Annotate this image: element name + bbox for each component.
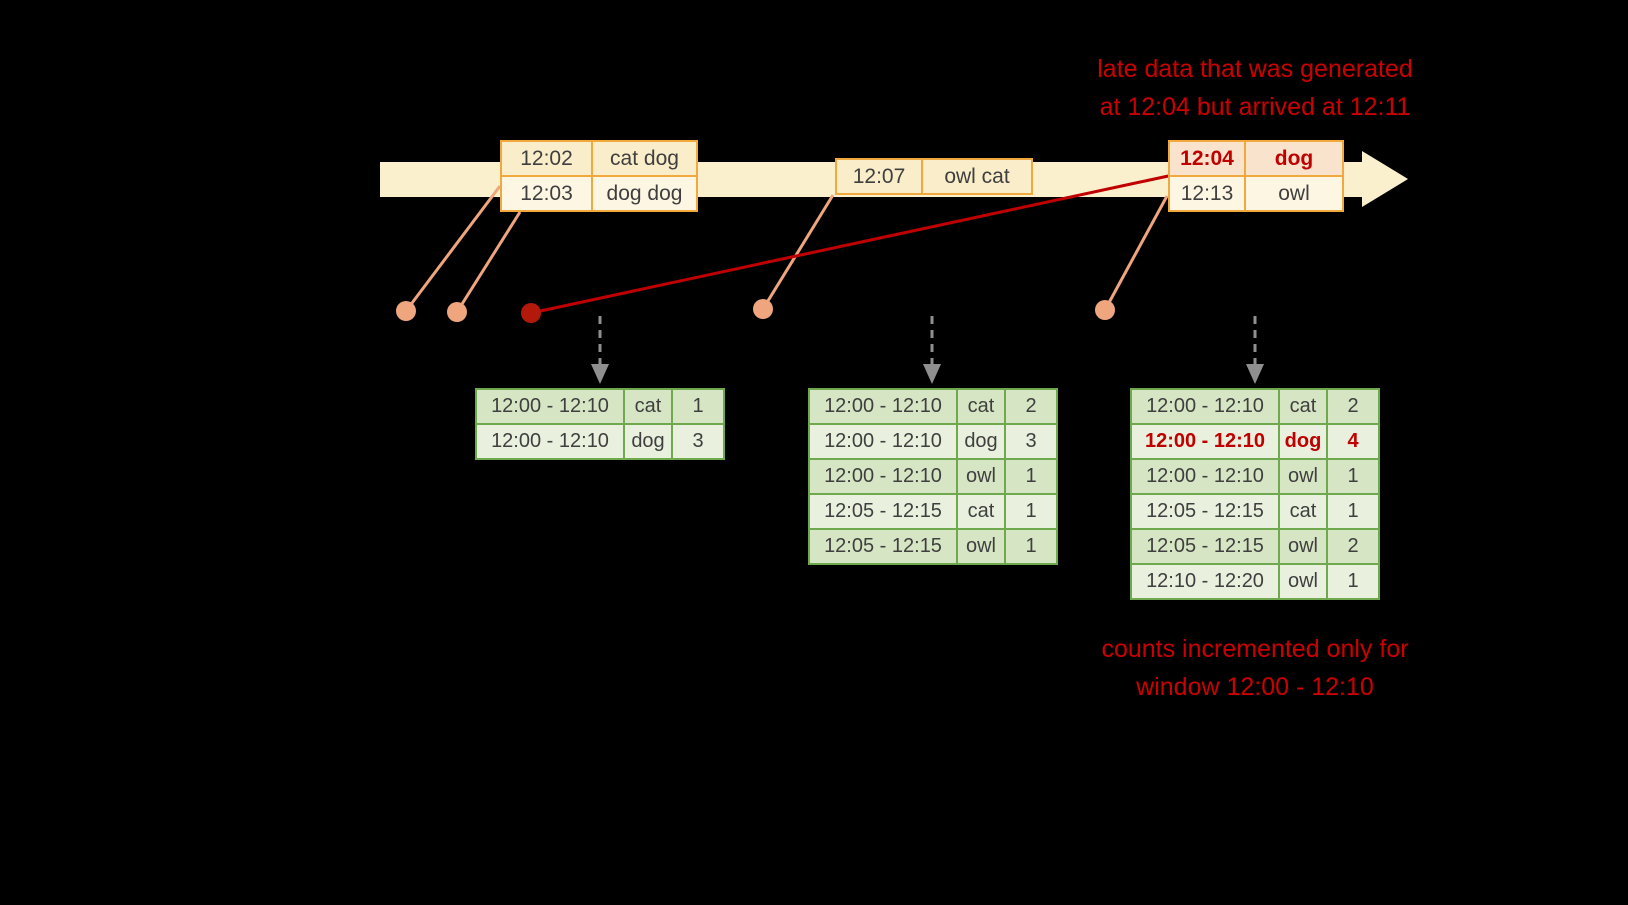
updated-result-row: 12:00 - 12:10 dog 4 [1130,423,1380,460]
event-connector-line [761,194,835,310]
result-row: 12:00 - 12:10 owl 1 [808,458,1058,495]
event-words: owl [1244,175,1344,212]
event-dot [396,301,416,321]
result-row: 12:00 - 12:10 cat 2 [1130,388,1380,425]
trigger-arrow-icon [923,316,941,384]
event-time: 12:07 [835,158,923,195]
result-word: owl [1278,458,1328,495]
event-time: 12:04 [1168,140,1246,177]
result-count: 1 [1326,493,1380,530]
event-words: dog dog [591,175,698,212]
result-word: cat [623,388,673,425]
result-window: 12:05 - 12:15 [808,493,958,530]
result-count: 2 [1004,388,1058,425]
result-window: 12:00 - 12:10 [475,423,625,460]
event-row: 12:07 owl cat [835,158,1033,195]
event-words: owl cat [921,158,1033,195]
result-count: 3 [671,423,725,460]
result-window: 12:05 - 12:15 [808,528,958,565]
event-connector-line [1103,195,1169,311]
result-word: dog [956,423,1006,460]
result-count: 1 [1004,493,1058,530]
late-data-annotation: late data that was generated at 12:04 bu… [1020,50,1490,126]
result-window: 12:00 - 12:10 [475,388,625,425]
result-row: 12:00 - 12:10 cat 2 [808,388,1058,425]
result-row: 12:00 - 12:10 dog 3 [808,423,1058,460]
counts-annotation-line2: window 12:00 - 12:10 [1136,673,1374,701]
result-window: 12:00 - 12:10 [808,423,958,460]
result-word: owl [1278,528,1328,565]
result-word: cat [1278,493,1328,530]
result-row: 12:00 - 12:10 owl 1 [1130,458,1380,495]
late-event-row: 12:04 dog [1168,140,1344,177]
event-row: 12:02 cat dog [500,140,698,177]
trigger-arrow-icon [1246,316,1264,384]
result-count: 3 [1004,423,1058,460]
counts-incremented-annotation: counts incremented only for window 12:00… [1020,630,1490,706]
result-word: cat [1278,388,1328,425]
result-window: 12:00 - 12:10 [808,458,958,495]
event-dot [753,299,773,319]
result-row: 12:00 - 12:10 cat 1 [475,388,725,425]
result-table-3: 12:00 - 12:10 cat 2 12:00 - 12:10 dog 4 … [1130,388,1380,600]
event-table-1: 12:02 cat dog 12:03 dog dog [500,140,698,212]
result-word: cat [956,388,1006,425]
result-word: cat [956,493,1006,530]
result-table-2: 12:00 - 12:10 cat 2 12:00 - 12:10 dog 3 … [808,388,1058,565]
result-count: 1 [1326,458,1380,495]
counts-annotation-line1: counts incremented only for [1101,635,1409,663]
event-connector-line [455,211,522,313]
event-words: cat dog [591,140,698,177]
late-data-annotation-line1: late data that was generated [1097,55,1413,83]
result-word: dog [623,423,673,460]
event-dot [1095,300,1115,320]
result-count: 1 [1004,528,1058,565]
result-window: 12:10 - 12:20 [1130,563,1280,600]
event-words: dog [1244,140,1344,177]
late-data-line [530,156,1253,315]
result-row: 12:05 - 12:15 owl 1 [808,528,1058,565]
result-window: 12:00 - 12:10 [1130,458,1280,495]
result-word: dog [1278,423,1328,460]
event-time: 12:13 [1168,175,1246,212]
result-count: 4 [1326,423,1380,460]
result-row: 12:05 - 12:15 owl 2 [1130,528,1380,565]
event-table-3: 12:04 dog 12:13 owl [1168,140,1344,212]
event-dot [447,302,467,322]
result-count: 1 [1326,563,1380,600]
result-table-1: 12:00 - 12:10 cat 1 12:00 - 12:10 dog 3 [475,388,725,460]
result-count: 1 [671,388,725,425]
result-row: 12:10 - 12:20 owl 1 [1130,563,1380,600]
event-connector-line [404,185,502,312]
result-word: owl [1278,563,1328,600]
late-data-annotation-line2: at 12:04 but arrived at 12:11 [1099,93,1411,121]
late-event-dot [521,303,541,323]
event-time-arrowhead-icon [1362,151,1408,207]
result-window: 12:05 - 12:15 [1130,528,1280,565]
result-word: owl [956,458,1006,495]
event-time: 12:03 [500,175,593,212]
result-count: 2 [1326,388,1380,425]
event-table-2: 12:07 owl cat [835,158,1033,195]
result-window: 12:00 - 12:10 [1130,388,1280,425]
result-word: owl [956,528,1006,565]
result-count: 2 [1326,528,1380,565]
event-time: 12:02 [500,140,593,177]
trigger-arrow-icon [591,316,609,384]
result-row: 12:00 - 12:10 dog 3 [475,423,725,460]
result-window: 12:05 - 12:15 [1130,493,1280,530]
event-row: 12:13 owl [1168,175,1344,212]
event-row: 12:03 dog dog [500,175,698,212]
result-window: 12:00 - 12:10 [1130,423,1280,460]
result-window: 12:00 - 12:10 [808,388,958,425]
result-row: 12:05 - 12:15 cat 1 [808,493,1058,530]
result-row: 12:05 - 12:15 cat 1 [1130,493,1380,530]
result-count: 1 [1004,458,1058,495]
